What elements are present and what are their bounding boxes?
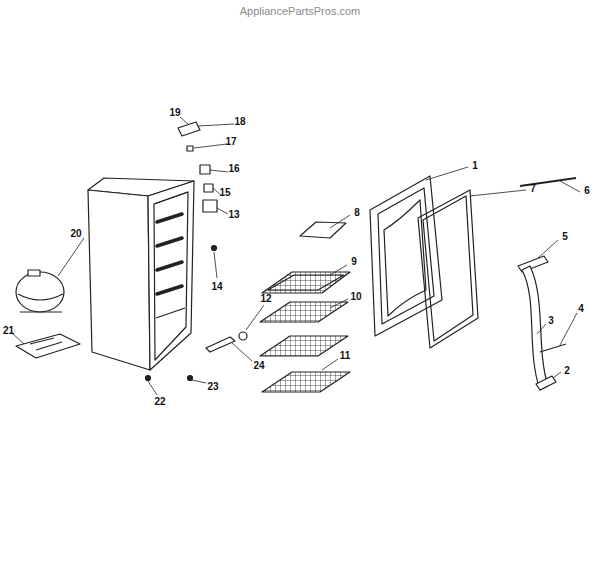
callout-number: 15 [219, 187, 230, 198]
callout-number: 9 [351, 256, 357, 267]
callout-number: 10 [350, 291, 361, 302]
callout-number: 12 [260, 293, 271, 304]
callout-number: 14 [211, 281, 222, 292]
callout-number: 8 [354, 207, 360, 218]
callout-number: 1 [472, 160, 478, 171]
callout-number: 7 [530, 183, 536, 194]
callout-number: 13 [228, 209, 239, 220]
callout-number: 2 [564, 365, 570, 376]
callout-number: 24 [253, 360, 264, 371]
callout-number: 6 [584, 185, 590, 196]
callout-number: 22 [154, 396, 165, 407]
callout-number: 16 [228, 163, 239, 174]
callout-number: 4 [578, 303, 584, 314]
callout-number: 23 [207, 381, 218, 392]
callout-number: 3 [548, 315, 554, 326]
callout-number: 18 [234, 116, 245, 127]
callout-number: 17 [225, 136, 236, 147]
callout-number: 11 [340, 350, 351, 361]
watermark: AppliancePartsPros.com [240, 6, 360, 17]
callout-number: 19 [169, 107, 180, 118]
callout-number: 5 [562, 231, 568, 242]
callout-number: 21 [3, 325, 14, 336]
callout-number: 20 [70, 228, 81, 239]
